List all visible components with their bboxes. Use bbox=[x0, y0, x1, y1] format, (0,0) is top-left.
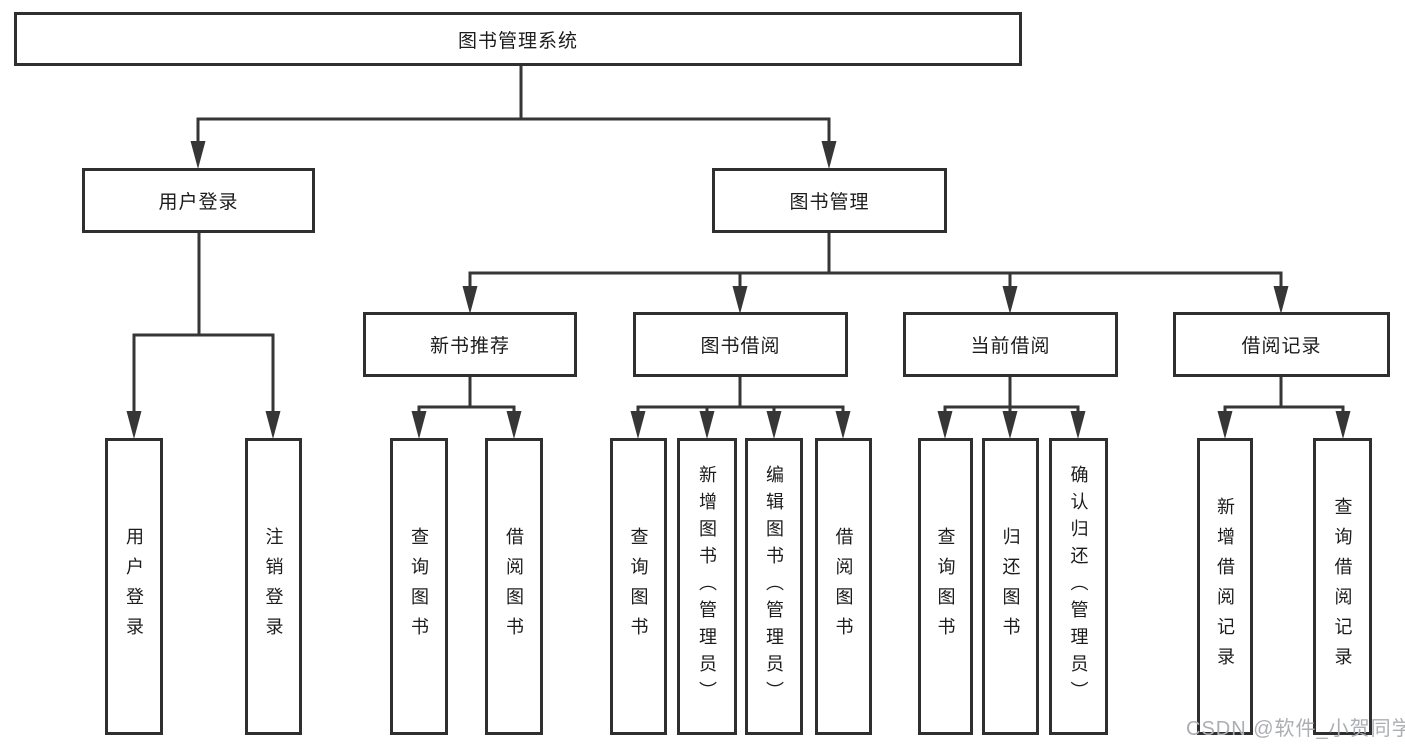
node-book-mgmt: 图书管理 bbox=[712, 168, 947, 233]
node-leaf-query-book-1-label: 查询图书 bbox=[409, 526, 429, 647]
node-leaf-confirm-return: 确认归还（管理员） bbox=[1049, 438, 1108, 735]
node-leaf-return-book: 归还图书 bbox=[982, 438, 1039, 735]
connector-new-book-rec-branch bbox=[411, 377, 522, 439]
watermark: CSDN @软件_小贺同学 bbox=[1186, 718, 1405, 740]
node-root-label: 图书管理系统 bbox=[457, 30, 578, 52]
node-current-borrow: 当前借阅 bbox=[903, 312, 1118, 377]
node-book-borrow-label: 图书借阅 bbox=[700, 336, 781, 357]
node-leaf-query-book-3-label: 查询图书 bbox=[935, 526, 956, 647]
node-borrow-record: 借阅记录 bbox=[1173, 312, 1390, 377]
node-leaf-add-book: 新增图书（管理员） bbox=[677, 438, 737, 735]
connector-borrow-record-branch bbox=[1217, 377, 1351, 439]
node-borrow-record-label: 借阅记录 bbox=[1241, 336, 1322, 357]
node-leaf-user-login-label: 用户登录 bbox=[124, 526, 144, 647]
node-leaf-query-record-label: 查询借阅记录 bbox=[1332, 496, 1353, 677]
node-user-login: 用户登录 bbox=[82, 168, 315, 233]
node-leaf-edit-book-label: 编辑图书（管理员） bbox=[764, 465, 784, 708]
node-leaf-add-record-label: 新增借阅记录 bbox=[1215, 496, 1235, 677]
node-new-book-rec-label: 新书推荐 bbox=[429, 336, 510, 357]
node-leaf-query-book-2: 查询图书 bbox=[610, 438, 667, 735]
node-new-book-rec: 新书推荐 bbox=[363, 312, 577, 377]
connector-root-to-level2 bbox=[190, 66, 837, 169]
connector-book-mgmt-branch bbox=[462, 233, 1289, 314]
node-leaf-borrow-book-1: 借阅图书 bbox=[485, 438, 543, 735]
node-leaf-borrow-book-2-label: 借阅图书 bbox=[833, 526, 854, 647]
node-leaf-borrow-book-1-label: 借阅图书 bbox=[504, 526, 524, 647]
node-leaf-return-book-label: 归还图书 bbox=[1000, 526, 1021, 647]
node-leaf-confirm-return-label: 确认归还（管理员） bbox=[1068, 465, 1089, 708]
node-current-borrow-label: 当前借阅 bbox=[970, 336, 1051, 357]
node-book-borrow: 图书借阅 bbox=[633, 312, 848, 377]
node-leaf-query-book-1: 查询图书 bbox=[390, 438, 448, 735]
node-leaf-logout: 注销登录 bbox=[245, 438, 302, 735]
node-leaf-edit-book: 编辑图书（管理员） bbox=[745, 438, 803, 735]
node-root: 图书管理系统 bbox=[14, 12, 1022, 66]
node-leaf-query-book-2-label: 查询图书 bbox=[628, 526, 649, 647]
node-leaf-borrow-book-2: 借阅图书 bbox=[815, 438, 872, 735]
connector-current-borrow-branch bbox=[937, 377, 1086, 439]
node-leaf-logout-label: 注销登录 bbox=[263, 526, 284, 647]
node-user-login-label: 用户登录 bbox=[158, 192, 239, 213]
node-book-mgmt-label: 图书管理 bbox=[789, 192, 870, 213]
connector-book-borrow-branch bbox=[630, 377, 851, 439]
node-leaf-user-login: 用户登录 bbox=[105, 438, 163, 735]
node-leaf-add-record: 新增借阅记录 bbox=[1197, 438, 1253, 735]
node-leaf-add-book-label: 新增图书（管理员） bbox=[697, 465, 717, 708]
node-leaf-query-book-3: 查询图书 bbox=[918, 438, 973, 735]
node-leaf-query-record: 查询借阅记录 bbox=[1313, 438, 1372, 735]
connector-user-login-branch bbox=[126, 233, 281, 439]
